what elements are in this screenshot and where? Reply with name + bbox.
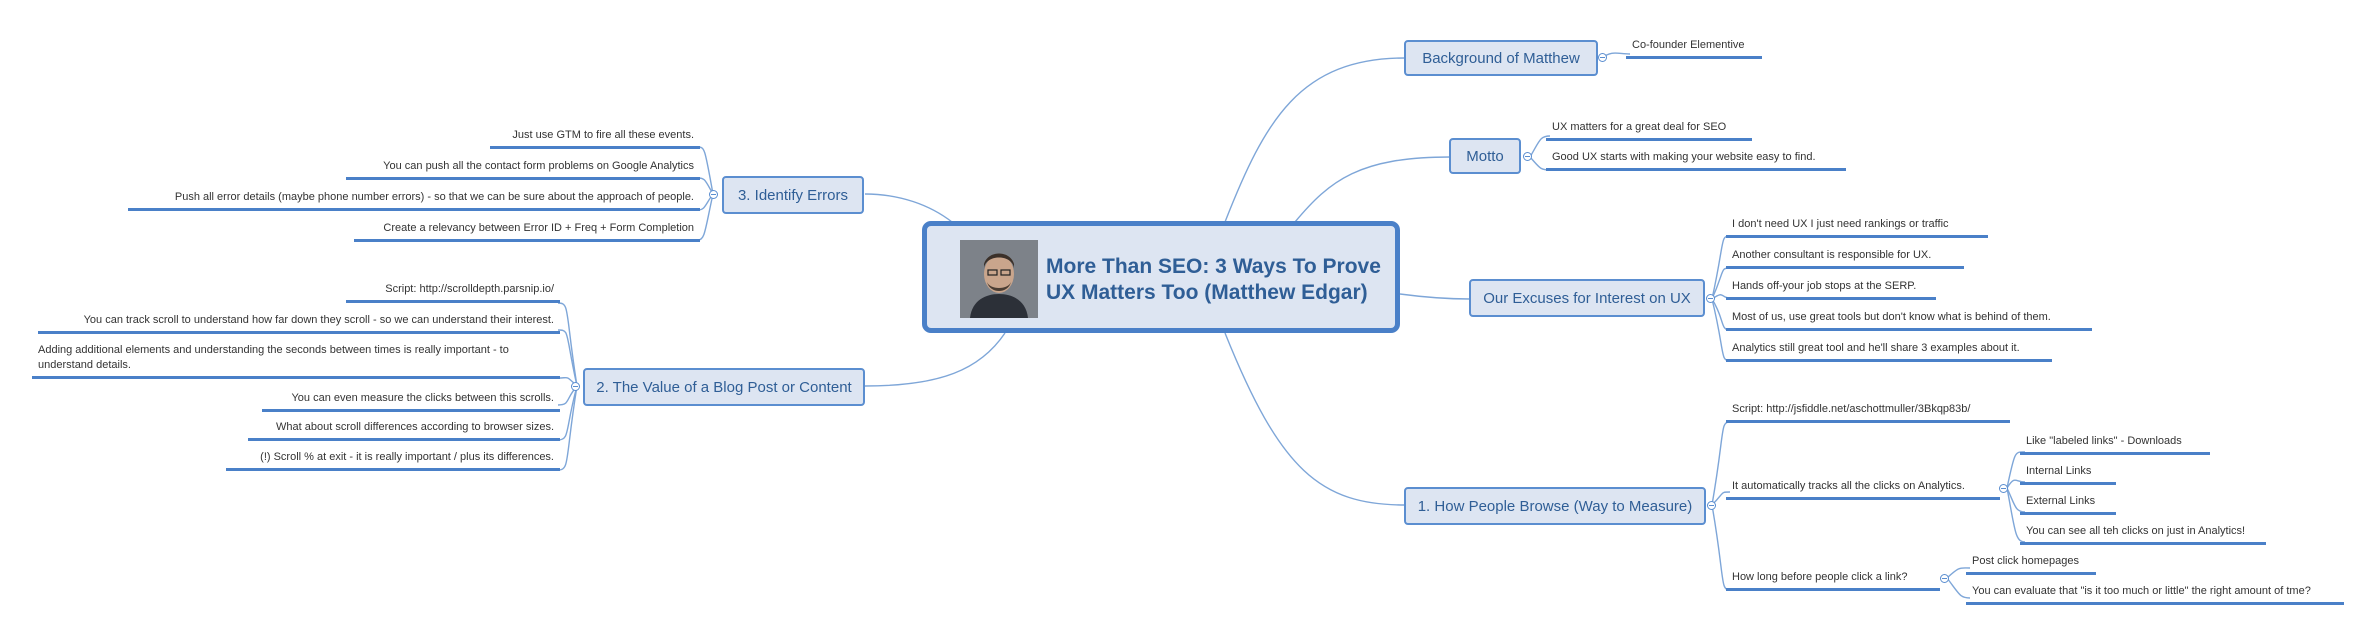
collapse-toggle-icon[interactable] bbox=[709, 190, 718, 199]
subtopic-motto-1[interactable]: UX matters for a great deal for SEO bbox=[1546, 120, 1752, 141]
subtopic-tracks-see-all-clicks[interactable]: You can see all teh clicks on just in An… bbox=[2020, 524, 2266, 545]
topic-label: Our Excuses for Interest on UX bbox=[1483, 289, 1691, 307]
subtopic-blog-additional-elements[interactable]: Adding additional elements and understan… bbox=[32, 343, 560, 379]
subtopic-browse-howlong[interactable]: How long before people click a link? bbox=[1726, 570, 1940, 591]
subtopic-browse-tracks[interactable]: It automatically tracks all the clicks o… bbox=[1726, 479, 2000, 500]
subtopic-excuse-5[interactable]: Analytics still great tool and he'll sha… bbox=[1726, 341, 2052, 362]
subtopic-tracks-internal-links[interactable]: Internal Links bbox=[2020, 464, 2116, 485]
subtopic-blog-browser-sizes[interactable]: What about scroll differences according … bbox=[248, 420, 560, 441]
collapse-toggle-icon[interactable] bbox=[1523, 152, 1532, 161]
topic-label: 2. The Value of a Blog Post or Content bbox=[596, 378, 852, 396]
subtopic-cofounder[interactable]: Co-founder Elementive bbox=[1626, 38, 1762, 59]
topic-value-of-blog-post[interactable]: 2. The Value of a Blog Post or Content bbox=[583, 368, 865, 406]
subtopic-tracks-external-links[interactable]: External Links bbox=[2020, 494, 2116, 515]
subtopic-excuse-1[interactable]: I don't need UX I just need rankings or … bbox=[1726, 217, 1988, 238]
subtopic-excuse-2[interactable]: Another consultant is responsible for UX… bbox=[1726, 248, 1964, 269]
subtopic-errors-relevancy[interactable]: Create a relevancy between Error ID + Fr… bbox=[354, 221, 700, 242]
subtopic-browse-script[interactable]: Script: http://jsfiddle.net/aschottmulle… bbox=[1726, 402, 2010, 423]
topic-identify-errors[interactable]: 3. Identify Errors bbox=[722, 176, 864, 214]
collapse-toggle-icon[interactable] bbox=[1598, 53, 1607, 62]
collapse-toggle-icon[interactable] bbox=[1999, 484, 2008, 493]
topic-motto[interactable]: Motto bbox=[1449, 138, 1521, 174]
subtopic-howlong-evaluate[interactable]: You can evaluate that "is it too much or… bbox=[1966, 584, 2344, 605]
central-topic[interactable]: More Than SEO: 3 Ways To Prove UX Matter… bbox=[922, 221, 1400, 333]
subtopic-excuse-4[interactable]: Most of us, use great tools but don't kn… bbox=[1726, 310, 2092, 331]
central-title: More Than SEO: 3 Ways To Prove UX Matter… bbox=[1046, 255, 1381, 304]
collapse-toggle-icon[interactable] bbox=[571, 382, 580, 391]
subtopic-errors-push-contact[interactable]: You can push all the contact form proble… bbox=[346, 159, 700, 180]
subtopic-blog-script[interactable]: Script: http://scrolldepth.parsnip.io/ bbox=[346, 282, 560, 303]
subtopic-errors-gtm[interactable]: Just use GTM to fire all these events. bbox=[490, 128, 700, 149]
topic-how-people-browse[interactable]: 1. How People Browse (Way to Measure) bbox=[1404, 487, 1706, 525]
topic-label: 1. How People Browse (Way to Measure) bbox=[1417, 497, 1693, 515]
collapse-toggle-icon[interactable] bbox=[1706, 294, 1715, 303]
collapse-toggle-icon[interactable] bbox=[1940, 574, 1949, 583]
subtopic-motto-2[interactable]: Good UX starts with making your website … bbox=[1546, 150, 1846, 171]
topic-label: Motto bbox=[1466, 147, 1504, 165]
subtopic-blog-track-scroll[interactable]: You can track scroll to understand how f… bbox=[38, 313, 560, 334]
subtopic-excuse-3[interactable]: Hands off-your job stops at the SERP. bbox=[1726, 279, 1936, 300]
topic-label: 3. Identify Errors bbox=[737, 186, 849, 204]
topic-label: Background of Matthew bbox=[1422, 49, 1580, 67]
subtopic-tracks-labeled-links[interactable]: Like "labeled links" - Downloads bbox=[2020, 434, 2210, 455]
subtopic-blog-measure-clicks[interactable]: You can even measure the clicks between … bbox=[262, 391, 560, 412]
subtopic-blog-scroll-at-exit[interactable]: (!) Scroll % at exit - it is really impo… bbox=[226, 450, 560, 471]
subtopic-errors-push-details[interactable]: Push all error details (maybe phone numb… bbox=[128, 190, 700, 211]
collapse-toggle-icon[interactable] bbox=[1707, 501, 1716, 510]
subtopic-howlong-post-click[interactable]: Post click homepages bbox=[1966, 554, 2096, 575]
topic-excuses[interactable]: Our Excuses for Interest on UX bbox=[1469, 279, 1705, 317]
profile-photo bbox=[960, 240, 1038, 318]
topic-background[interactable]: Background of Matthew bbox=[1404, 40, 1598, 76]
